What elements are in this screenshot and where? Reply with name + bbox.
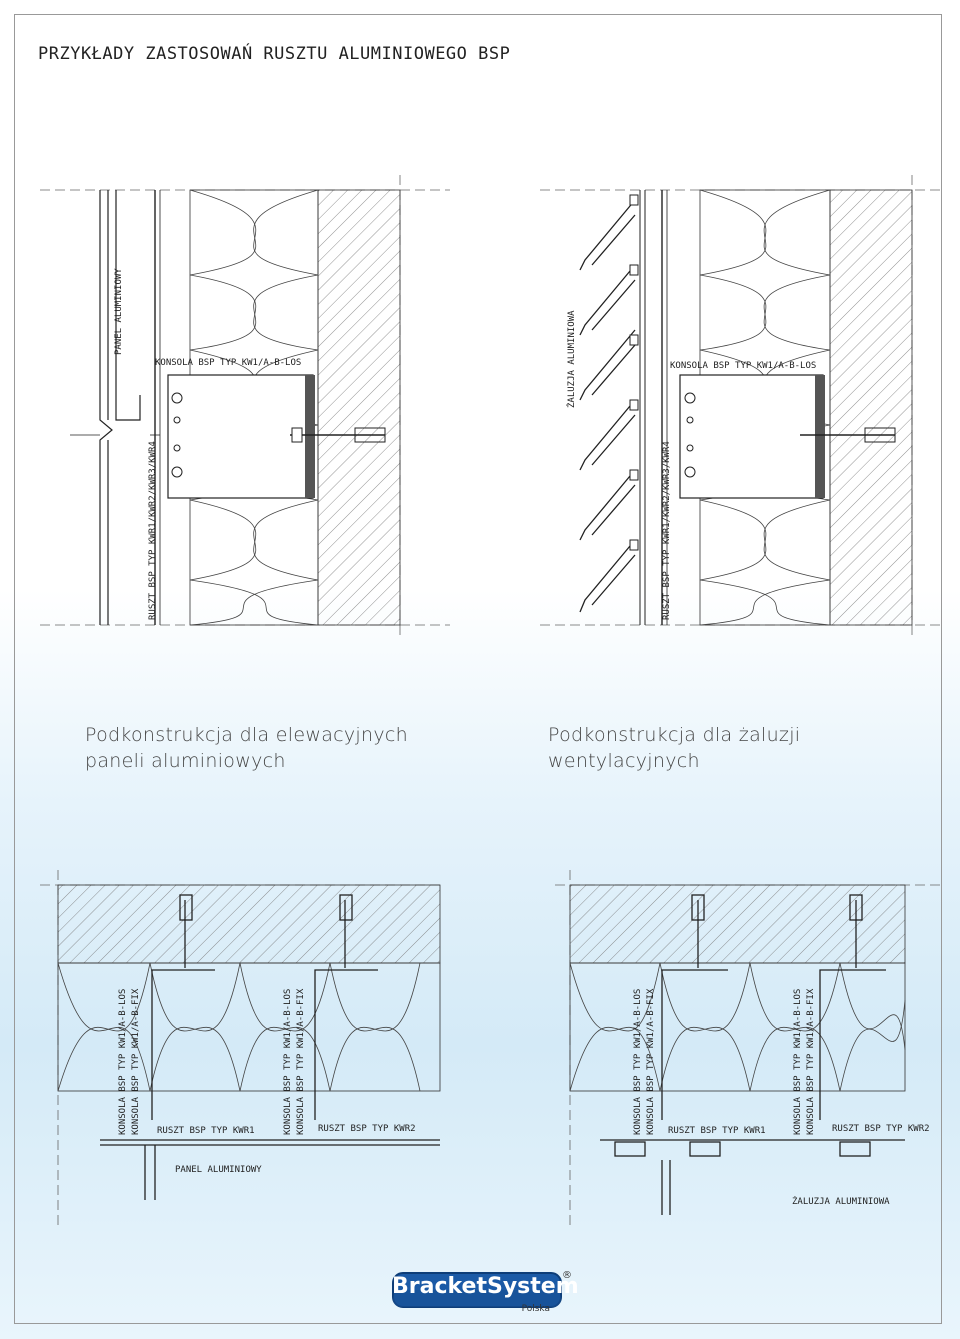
section-panels-horizontal: KONSOLA BSP TYP KW1/A-B-LOS KONSOLA BSP … (40, 870, 441, 1225)
label-konsola-fix-5: KONSOLA BSP TYP KW1/A-B-FIX (646, 988, 656, 1135)
label-zaluzja-1: ŻALUZJA ALUMINIOWA (566, 310, 577, 408)
section-panels-vertical: PANEL ALUMINIOWY RUSZT BSP TYP KWR1/KWR2… (40, 175, 450, 640)
bracket-plate (167, 374, 314, 499)
caption-panels: Podkonstrukcja dla elewacyjnych paneli a… (85, 722, 408, 774)
caption-louvres-line1: Podkonstrukcja dla żaluzji (548, 724, 801, 746)
logo-sub: Polska (521, 1304, 550, 1314)
page-title: PRZYKŁADY ZASTOSOWAŃ RUSZTU ALUMINIOWEGO… (38, 44, 511, 64)
label-zaluzja-2: ŻALUZJA ALUMINIOWA (792, 1196, 890, 1207)
label-konsola-1: KONSOLA BSP TYP KW1/A-B-LOS (155, 358, 301, 368)
louvre-blades (579, 199, 636, 613)
caption-panels-line2: paneli aluminiowych (85, 750, 286, 772)
page-frame (14, 14, 942, 1324)
label-panel-2: PANEL ALUMINIOWY (175, 1165, 262, 1175)
label-konsola-los-6: KONSOLA BSP TYP KW1/A-B-LOS (793, 989, 803, 1135)
wall-hatch-4 (569, 884, 906, 964)
caption-louvres-line2: wentylacyjnych (548, 750, 700, 772)
panel-profile (99, 190, 141, 625)
label-ruszt-1: RUSZT BSP TYP KWR1/KWR2/KWR3/KWR4 (148, 441, 158, 620)
logo-registered: ® (562, 1270, 572, 1281)
caption-panels-line1: Podkonstrukcja dla elewacyjnych (85, 724, 408, 746)
label-konsola-2: KONSOLA BSP TYP KW1/A-B-LOS (670, 361, 816, 371)
label-kwr1-a: RUSZT BSP TYP KWR1 (157, 1126, 255, 1136)
label-konsola-los-5: KONSOLA BSP TYP KW1/A-B-LOS (633, 989, 643, 1135)
label-konsola-fix-3: KONSOLA BSP TYP KW1/A-B-FIX (131, 988, 141, 1135)
label-konsola-los-4: KONSOLA BSP TYP KW1/A-B-LOS (283, 989, 293, 1135)
insulation-waves (189, 189, 319, 626)
wall-hatch (317, 189, 401, 626)
label-kwr2-a: RUSZT BSP TYP KWR2 (318, 1124, 416, 1134)
label-panel-1: PANEL ALUMINIOWY (114, 268, 124, 355)
label-konsola-fix-4: KONSOLA BSP TYP KW1/A-B-FIX (296, 988, 306, 1135)
section-louvres-horizontal: KONSOLA BSP TYP KW1/A-B-LOS KONSOLA BSP … (555, 870, 940, 1225)
bracketsystem-logo: BracketSystem Polska ® (392, 1270, 579, 1318)
label-konsola-los-3: KONSOLA BSP TYP KW1/A-B-LOS (118, 989, 128, 1135)
logo-badge (392, 1272, 562, 1308)
bracket-plate-2 (679, 374, 824, 499)
caption-louvres: Podkonstrukcja dla żaluzji wentylacyjnyc… (548, 722, 800, 774)
logo-name: BracketSystem (392, 1274, 579, 1299)
section-louvres-vertical: ŻALUZJA ALUMINIOWA RUSZT BSP TYP KWR1/KW… (540, 175, 940, 640)
label-konsola-fix-6: KONSOLA BSP TYP KW1/A-B-FIX (806, 988, 816, 1135)
wall-hatch-3 (57, 884, 441, 964)
label-kwr1-b: RUSZT BSP TYP KWR1 (668, 1126, 766, 1136)
label-kwr2-b: RUSZT BSP TYP KWR2 (832, 1124, 930, 1134)
label-ruszt-2: RUSZT BSP TYP KWR1/KWR2/KWR3/KWR4 (662, 441, 672, 620)
wall-hatch-2 (829, 189, 913, 626)
